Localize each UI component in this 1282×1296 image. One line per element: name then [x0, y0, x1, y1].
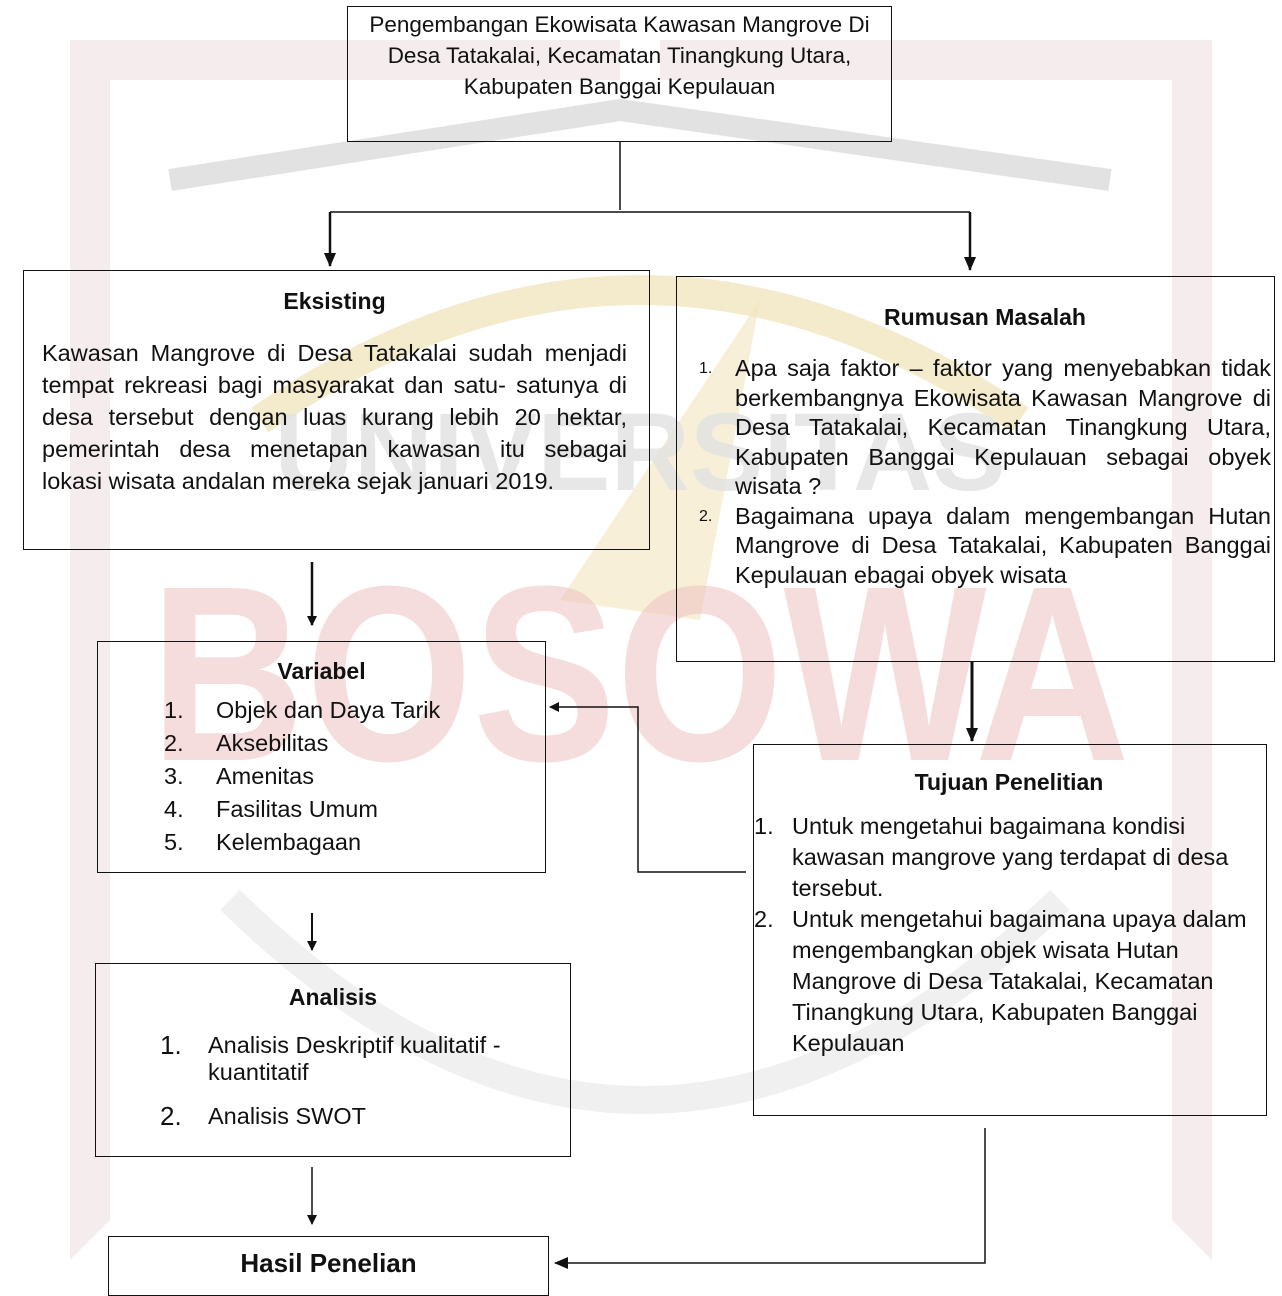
- variabel-title: Variabel: [277, 658, 366, 684]
- list-text: Untuk mengetahui bagaimana kondisi kawas…: [792, 813, 1229, 901]
- hasil-penelitian-box: Hasil Penelian: [108, 1236, 549, 1296]
- list-number: 3.: [164, 763, 184, 789]
- list-text: Kelembagaan: [216, 829, 362, 855]
- list-number: 5.: [164, 829, 184, 855]
- list-text: Analisis Deskriptif kualitatif - kuantit…: [208, 1032, 501, 1085]
- tujuan-title: Tujuan Penelitian: [914, 769, 1104, 795]
- list-number: 2.: [699, 507, 713, 525]
- list-item: 1. Objek dan Daya Tarik: [164, 694, 545, 727]
- list-item: 1. Untuk mengetahui bagaimana kondisi ka…: [754, 811, 1256, 904]
- analisis-title: Analisis: [288, 984, 378, 1010]
- list-text: Untuk mengetahui bagaimana upaya dalam m…: [792, 906, 1247, 1056]
- list-text: Apa saja faktor – faktor yang menyebabka…: [735, 355, 1271, 499]
- list-item: 2. Aksebilitas: [164, 727, 545, 760]
- variabel-box: Variabel 1. Objek dan Daya Tarik 2. Aksebi…: [97, 641, 546, 873]
- list-number: 2.: [160, 1101, 182, 1131]
- hasil-title: Hasil Penelian: [240, 1248, 417, 1278]
- list-item: 4. Fasilitas Umum: [164, 793, 545, 826]
- eksisting-box: Eksisting Kawasan Mangrove di Desa Tatak…: [23, 270, 650, 550]
- list-number: 2.: [754, 906, 774, 932]
- tujuan-list: 1. Untuk mengetahui bagaimana kondisi ka…: [754, 811, 1256, 1059]
- list-number: 1.: [160, 1030, 182, 1060]
- analisis-box: Analisis 1. Analisis Deskriptif kualitat…: [95, 963, 571, 1157]
- rumusan-list: 1. Apa saja faktor – faktor yang menyeba…: [699, 354, 1271, 590]
- list-number: 1.: [754, 813, 774, 839]
- list-number: 2.: [164, 730, 184, 756]
- list-text: Fasilitas Umum: [216, 796, 378, 822]
- list-number: 1.: [164, 697, 184, 723]
- rumusan-title: Rumusan Masalah: [884, 304, 1086, 330]
- rumusan-masalah-box: Rumusan Masalah 1. Apa saja faktor – fak…: [676, 276, 1275, 662]
- list-item: 2. Untuk mengetahui bagaimana upaya dala…: [754, 904, 1256, 1059]
- list-item: 1. Analisis Deskriptif kualitatif - kuan…: [160, 1032, 570, 1086]
- list-number: 1.: [699, 360, 713, 377]
- tujuan-penelitian-box: Tujuan Penelitian 1. Untuk mengetahui ba…: [753, 744, 1267, 1116]
- list-text: Amenitas: [216, 763, 314, 789]
- list-text: Objek dan Daya Tarik: [216, 697, 441, 723]
- research-title-box: Pengembangan Ekowisata Kawasan Mangrove …: [347, 6, 892, 142]
- research-title: Pengembangan Ekowisata Kawasan Mangrove …: [369, 12, 870, 99]
- eksisting-body: Kawasan Mangrove di Desa Tatakalai sudah…: [42, 340, 627, 494]
- list-text: Analisis SWOT: [208, 1103, 366, 1129]
- list-item: 5. Kelembagaan: [164, 826, 545, 859]
- analisis-list: 1. Analisis Deskriptif kualitatif - kuan…: [160, 1032, 570, 1130]
- list-item: 2. Analisis SWOT: [160, 1103, 570, 1130]
- list-item: 3. Amenitas: [164, 760, 545, 793]
- list-number: 4.: [164, 796, 184, 822]
- variabel-list: 1. Objek dan Daya Tarik 2. Aksebilitas 3. A…: [164, 694, 545, 859]
- watermark-arc-text: UNIVERSITAS: [274, 391, 1005, 514]
- list-item: 1. Apa saja faktor – faktor yang menyeba…: [699, 354, 1271, 502]
- eksisting-title: Eksisting: [283, 288, 386, 314]
- list-text: Aksebilitas: [216, 730, 329, 756]
- list-item: 2. Bagaimana upaya dalam mengembangan Hu…: [699, 502, 1271, 591]
- list-text: Bagaimana upaya dalam mengembangan Hutan…: [735, 502, 1271, 588]
